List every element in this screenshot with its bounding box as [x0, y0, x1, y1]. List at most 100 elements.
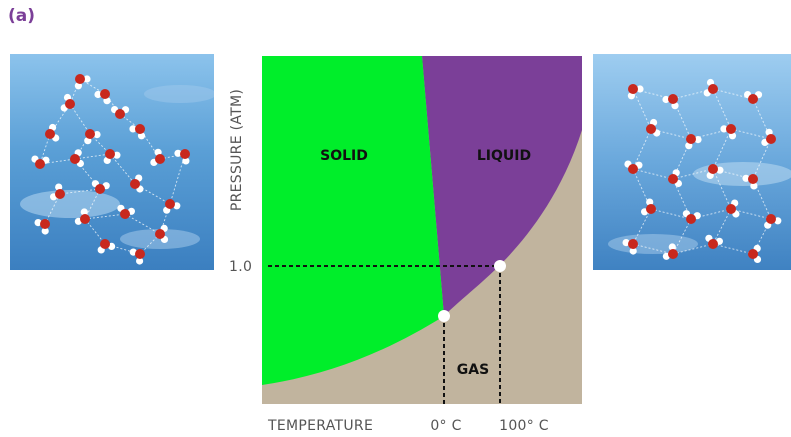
- hydrogen-atom: [629, 247, 637, 255]
- hydrogen-atom: [716, 166, 724, 174]
- hydrogen-atom: [94, 90, 102, 99]
- oxygen-atom: [135, 124, 145, 134]
- hydrogen-bond: [690, 208, 732, 220]
- hydrogen-bond: [752, 138, 772, 180]
- oxygen-atom: [646, 124, 656, 134]
- oxygen-atom: [766, 134, 776, 144]
- panel-label: (a): [8, 6, 36, 26]
- oxygen-atom: [668, 249, 678, 259]
- oxygen-atom: [748, 174, 758, 184]
- oxygen-atom: [686, 134, 696, 144]
- oxygen-atom: [628, 239, 638, 249]
- oxygen-atom: [65, 99, 75, 109]
- hydrogen-bond: [752, 178, 772, 220]
- hydrogen-atom: [174, 149, 182, 157]
- hydrogen-bond: [690, 128, 732, 140]
- x-tick-label-100c: 100° C: [499, 418, 549, 434]
- oxygen-atom: [155, 154, 165, 164]
- oxygen-atom: [100, 89, 110, 99]
- hydrogen-atom: [728, 132, 737, 140]
- oxygen-atom: [686, 214, 696, 224]
- hydrogen-bond: [632, 128, 652, 170]
- hydrogen-bond: [712, 88, 754, 100]
- hydrogen-bond: [632, 88, 674, 100]
- oxygen-atom: [726, 124, 736, 134]
- oxygen-atom: [668, 174, 678, 184]
- oxygen-atom: [646, 204, 656, 214]
- oxygen-atom: [628, 164, 638, 174]
- hydrogen-bond: [672, 88, 714, 100]
- hydrogen-bond: [730, 208, 772, 220]
- oxygen-atom: [155, 229, 165, 239]
- hydrogen-bond: [712, 208, 732, 245]
- hydrogen-atom: [720, 125, 728, 133]
- gas-label: GAS: [457, 362, 489, 378]
- hydrogen-bond: [109, 153, 136, 185]
- hydrogen-bond: [672, 168, 714, 180]
- oxygen-atom: [726, 204, 736, 214]
- hydrogen-bond: [672, 243, 714, 255]
- y-tick-label: 1.0: [229, 259, 252, 275]
- hydrogen-bond: [84, 218, 106, 245]
- oxygen-atom: [40, 219, 50, 229]
- hydrogen-bond: [672, 98, 692, 140]
- y-axis-label: PRESSURE (ATM): [229, 89, 245, 211]
- oxygen-atom: [100, 239, 110, 249]
- oxygen-atom: [165, 199, 175, 209]
- oxygen-atom: [708, 84, 718, 94]
- liquid-region: [422, 56, 582, 316]
- oxygen-atom: [35, 159, 45, 169]
- oxygen-atom: [130, 179, 140, 189]
- hydrogen-atom: [622, 239, 630, 247]
- hydrogen-atom: [694, 136, 702, 144]
- hydrogen-atom: [83, 75, 91, 83]
- hydrogen-bond: [134, 183, 171, 205]
- hydrogen-bond: [650, 208, 692, 220]
- hydrogen-bond: [59, 188, 101, 195]
- oxygen-atom: [75, 74, 85, 84]
- oxygen-atom: [708, 164, 718, 174]
- oxygen-atom: [766, 214, 776, 224]
- oxygen-atom: [748, 94, 758, 104]
- hydrogen-atom: [80, 208, 88, 216]
- hydrogen-bond: [44, 193, 61, 225]
- hydrogen-atom: [742, 174, 750, 182]
- hydrogen-bond: [712, 128, 732, 170]
- hydrogen-bond: [632, 208, 652, 245]
- oxygen-atom: [628, 84, 638, 94]
- hydrogen-bond: [712, 168, 754, 180]
- oxygen-atom: [180, 149, 190, 159]
- oxygen-atom: [120, 209, 130, 219]
- hydrogen-bond: [632, 88, 652, 130]
- hydrogen-atom: [129, 125, 137, 133]
- oxygen-atom: [45, 129, 55, 139]
- hydrogen-bond: [730, 128, 772, 140]
- hydrogen-bond: [74, 153, 111, 160]
- hydrogen-atom: [668, 243, 676, 251]
- hydrogen-bond: [632, 168, 674, 180]
- solid-region: [262, 56, 444, 385]
- hydrogen-atom: [34, 219, 42, 227]
- hydrogen-atom: [646, 198, 654, 206]
- hydrogen-atom: [774, 217, 782, 225]
- hydrogen-atom: [636, 85, 644, 93]
- oxygen-atom: [70, 154, 80, 164]
- oxygen-atom: [95, 184, 105, 194]
- hydrogen-atom: [74, 82, 82, 90]
- hydrogen-bond: [712, 243, 754, 255]
- x-axis-label: TEMPERATURE: [267, 418, 373, 434]
- hydrogen-atom: [41, 227, 49, 235]
- hydrogen-bond: [712, 168, 732, 210]
- hydrogen-bond: [84, 188, 101, 220]
- liquid-label: LIQUID: [477, 148, 531, 164]
- oxygen-atom: [748, 249, 758, 259]
- oxygen-atom: [668, 94, 678, 104]
- hydrogen-bond: [39, 133, 51, 165]
- ice-lattice-molecule-image: [593, 54, 791, 270]
- hydrogen-bond: [632, 243, 674, 255]
- liquid-water-molecule-image: [10, 54, 214, 270]
- hydrogen-bond: [169, 153, 186, 205]
- solid-label: SOLID: [320, 148, 368, 164]
- hydrogen-bond: [124, 213, 161, 235]
- x-tick-label-0c: 0° C: [430, 418, 461, 434]
